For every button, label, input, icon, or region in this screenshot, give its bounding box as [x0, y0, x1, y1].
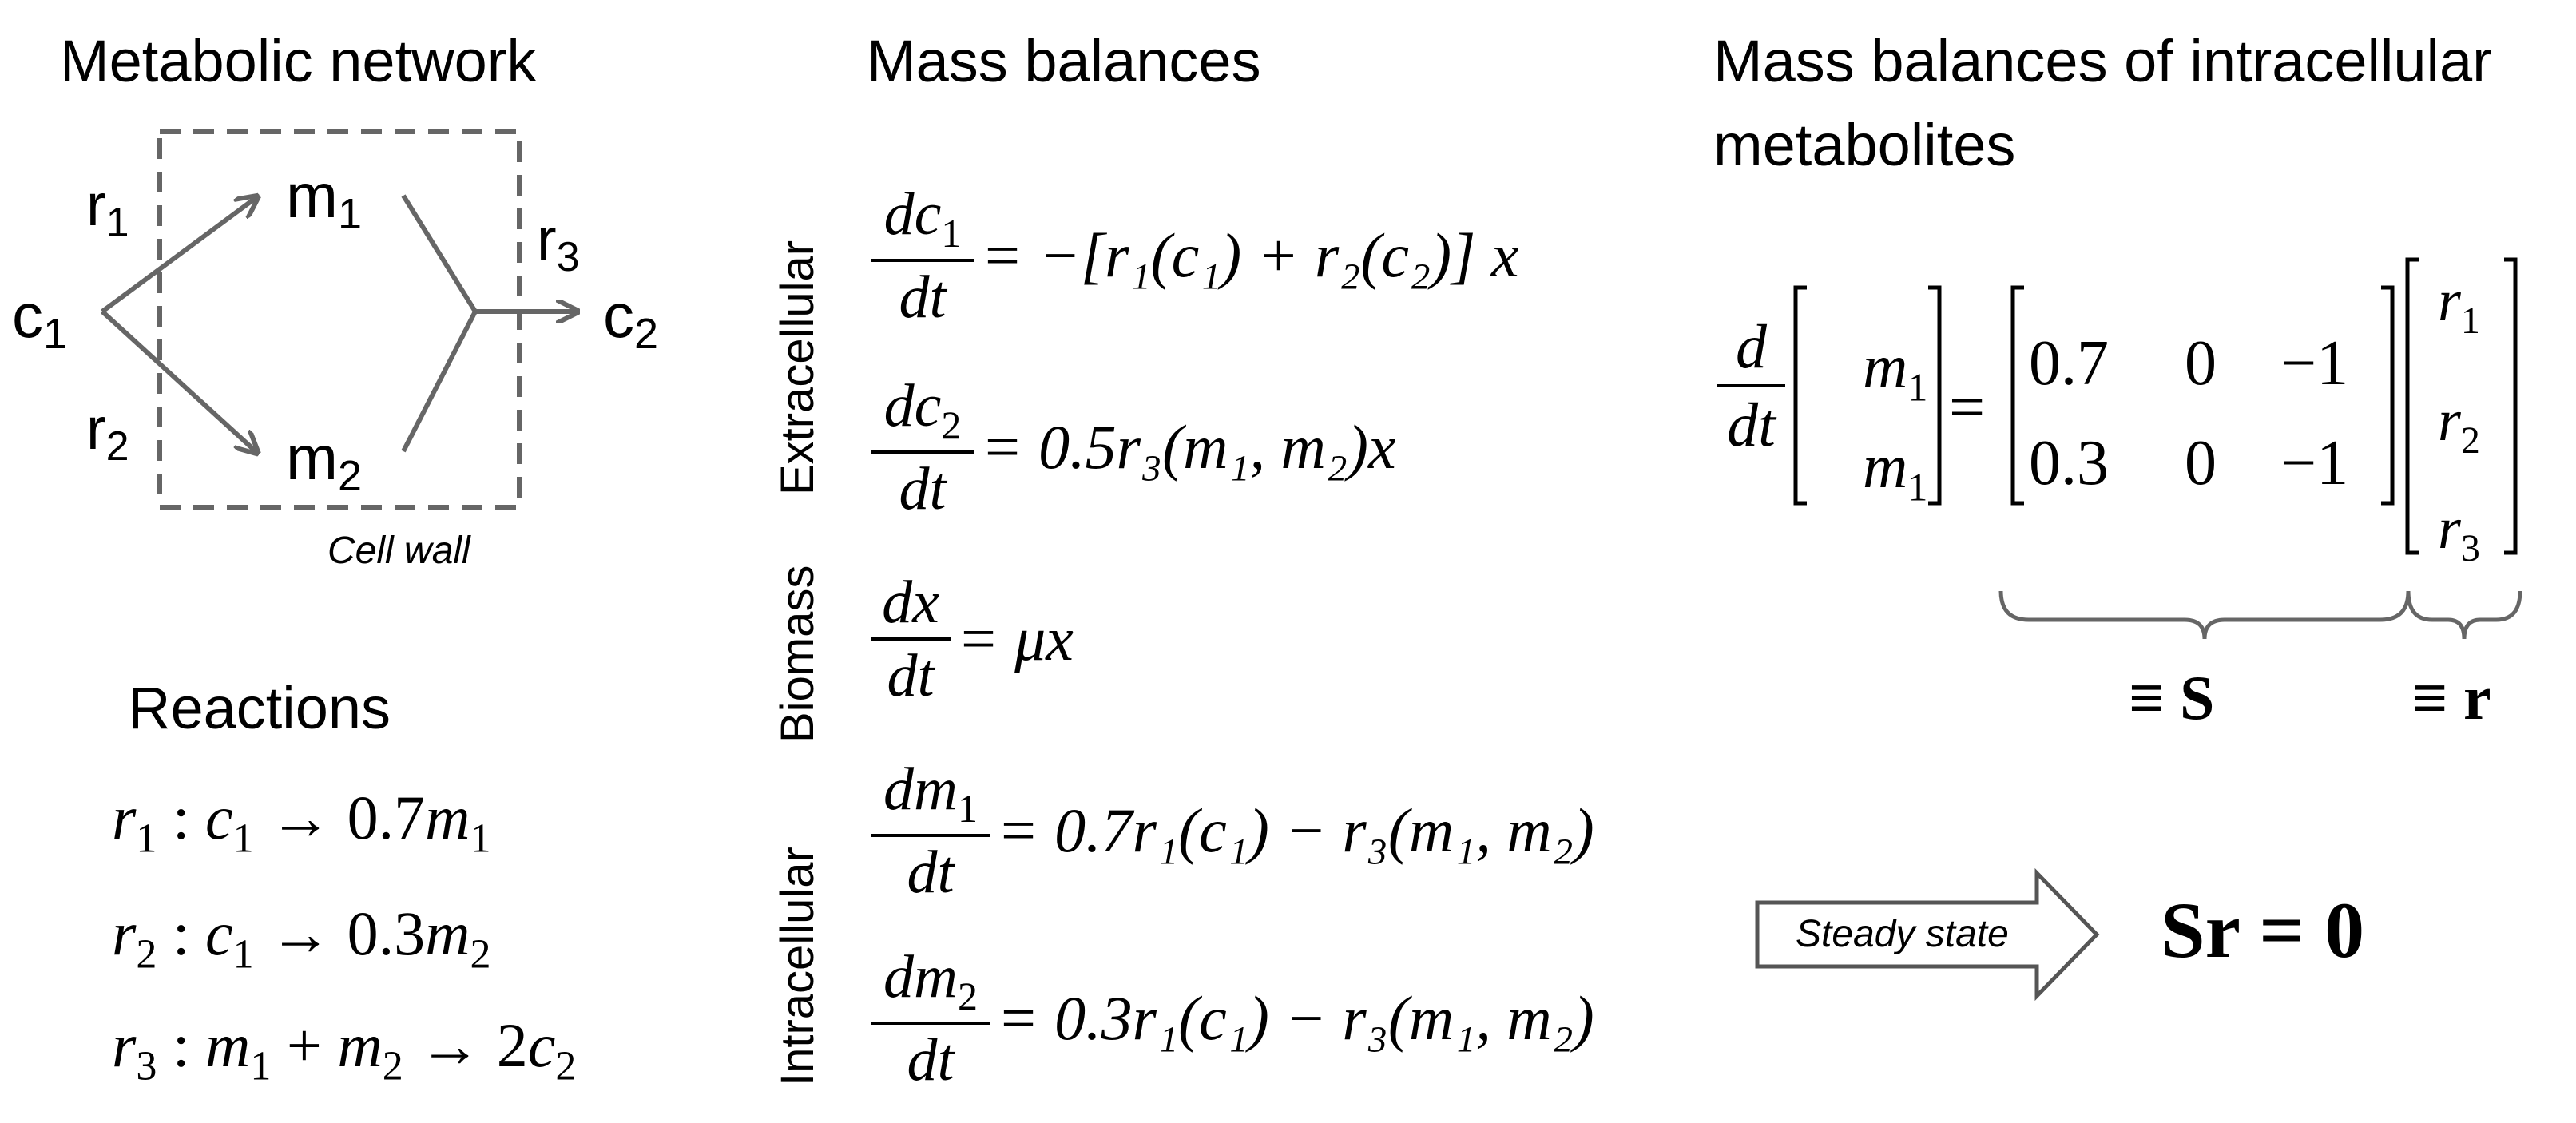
vector-r-entry-1: r1: [2438, 268, 2480, 342]
line-m2-junction: [401, 310, 478, 453]
metabolic-network-heading: Metabolic network: [60, 28, 537, 94]
matrix-s-r2c1: 0.3: [2029, 428, 2109, 498]
matrix-brackets: [1793, 257, 2522, 640]
matrix-s-r2c2: 0: [2185, 428, 2217, 498]
reaction-3: r3 : m1 + m2 → 2c2: [112, 1010, 577, 1089]
mass-balances-heading: Mass balances: [867, 28, 1261, 94]
cell-wall-label: Cell wall: [327, 530, 471, 572]
intracellular-heading-line1: Mass balances of intracellular: [1713, 28, 2492, 94]
arrow-r2: [100, 309, 256, 451]
bracket-m-left: [1793, 285, 1807, 506]
bracket-m-right: [1928, 285, 1942, 506]
bracket-s-right: [2381, 285, 2395, 506]
intracellular-heading-line2: metabolites: [1713, 112, 2016, 178]
group-label-intracellular: Intracellular: [772, 847, 824, 1086]
matrix-s-r2c3: −1: [2280, 428, 2349, 498]
node-c2: c2: [603, 280, 658, 358]
d-dt-fraction: d dt: [1717, 315, 1785, 456]
reaction-label-r1: r1: [86, 172, 129, 246]
vector-r-entry-2: r2: [2438, 388, 2480, 462]
vector-r-entry-3: r3: [2438, 496, 2480, 569]
bracket-r-right: [2504, 257, 2518, 555]
equation-dc1: dc1 dt = −[r₁(c₁) + r₂(c₂)] x: [871, 180, 1519, 331]
brace-s: [1998, 590, 2411, 640]
cell-wall-box: [157, 129, 522, 510]
steady-state-arrow-shape: [1755, 867, 2100, 1002]
label-s-definition: ≡ S: [2129, 663, 2215, 732]
group-label-biomass: Biomass: [772, 565, 824, 743]
label-r-definition: ≡ r: [2412, 663, 2491, 732]
metabolic-network-diagram: c1 m1 m2 c2 r1 r2 r3 Cell wall: [12, 129, 658, 572]
reactions-heading: Reactions: [128, 675, 391, 741]
vector-m-entry-2: m1: [1863, 431, 1928, 510]
steady-state-arrow: Steady state: [1755, 867, 2100, 1002]
equation-dc2: dc2 dt = 0.5r₃(m₁, m₂)x: [871, 371, 1396, 523]
brace-r: [2406, 590, 2522, 640]
matrix-equals-sign: =: [1949, 372, 1986, 442]
node-m2: m2: [286, 423, 362, 500]
line-m1-junction: [401, 194, 478, 313]
reaction-1: r1 : c1 → 0.7m1: [112, 783, 491, 862]
group-label-extracellular: Extracellular: [772, 240, 824, 495]
vector-m-entry-1: m1: [1863, 331, 1928, 410]
equation-dm1: dm1 dt = 0.7r₁(c₁) − r₃(m₁, m₂): [871, 755, 1594, 907]
bracket-r-left: [2405, 257, 2419, 555]
reaction-label-r3: r3: [537, 206, 580, 280]
bracket-s-left: [2010, 285, 2024, 506]
steady-state-label: Steady state: [1796, 913, 2009, 955]
steady-state-result: Sr = 0: [2161, 886, 2365, 974]
arrow-r1: [101, 198, 256, 314]
matrix-s-r1c3: −1: [2280, 328, 2349, 399]
reaction-2: r2 : c1 → 0.3m2: [112, 899, 491, 978]
reaction-label-r2: r2: [86, 395, 129, 470]
node-c1: c1: [12, 280, 67, 358]
equation-dm2: dm2 dt = 0.3r₁(c₁) − r₃(m₁, m₂): [871, 942, 1594, 1094]
matrix-s-r1c2: 0: [2185, 328, 2217, 399]
matrix-s-r1c1: 0.7: [2029, 328, 2109, 399]
node-m1: m1: [286, 161, 362, 238]
equation-dx: dx dt = μx: [871, 563, 1074, 715]
